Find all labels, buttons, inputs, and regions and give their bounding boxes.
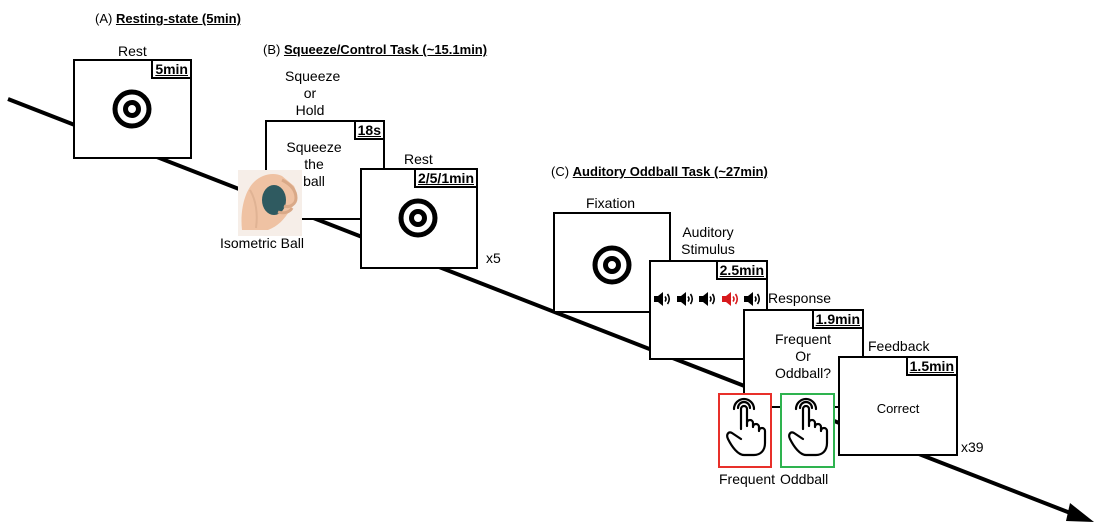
speaker-icon xyxy=(721,290,741,308)
hand-tap-icon xyxy=(720,395,770,466)
speaker-icon xyxy=(653,290,673,308)
feedback-label: Feedback xyxy=(868,338,929,355)
hand-tap-icon xyxy=(782,395,833,466)
target-icon xyxy=(398,198,438,238)
feedback-duration: 1.5min xyxy=(906,358,956,376)
squeeze-repeat: x5 xyxy=(486,250,501,267)
feedback-screen: 1.5min Correct xyxy=(838,356,958,456)
squeeze-rest-label: Rest xyxy=(404,151,433,168)
target-icon xyxy=(112,89,152,129)
section-c-title: (C) Auditory Oddball Task (~27min) xyxy=(551,164,768,180)
ball-label: Isometric Ball xyxy=(220,235,304,252)
speaker-icon xyxy=(743,290,763,308)
speaker-icon xyxy=(676,290,696,308)
response-label: Response xyxy=(768,290,831,307)
squeeze-instruction: Squeeze or Hold xyxy=(285,68,335,119)
rest-label: Rest xyxy=(118,43,147,60)
fixation-label: Fixation xyxy=(586,195,635,212)
squeeze-ball-photo xyxy=(238,170,302,236)
squeeze-rest-screen: 2/5/1min xyxy=(360,168,478,269)
feedback-text: Correct xyxy=(840,400,956,417)
stimulus-duration: 2.5min xyxy=(716,262,766,280)
squeeze-rest-duration: 2/5/1min xyxy=(414,170,476,188)
squeeze-duration: 18s xyxy=(354,122,383,140)
frequent-label: Frequent xyxy=(719,471,775,488)
speaker-icon xyxy=(698,290,718,308)
oddball-response-box xyxy=(780,393,835,468)
rest-duration: 5min xyxy=(151,61,190,79)
response-text: Frequent Or Oddball? xyxy=(757,331,849,382)
oddball-label: Oddball xyxy=(780,471,828,488)
frequent-response-box xyxy=(718,393,772,468)
section-a-title: (A) Resting-state (5min) xyxy=(95,11,241,27)
stimulus-label: Auditory Stimulus xyxy=(676,224,740,258)
target-icon xyxy=(592,245,632,285)
response-duration: 1.9min xyxy=(812,311,862,329)
oddball-repeat: x39 xyxy=(961,439,984,456)
rest-screen: 5min xyxy=(73,59,192,159)
speaker-row xyxy=(653,290,765,310)
section-b-title: (B) Squeeze/Control Task (~15.1min) xyxy=(263,42,487,58)
